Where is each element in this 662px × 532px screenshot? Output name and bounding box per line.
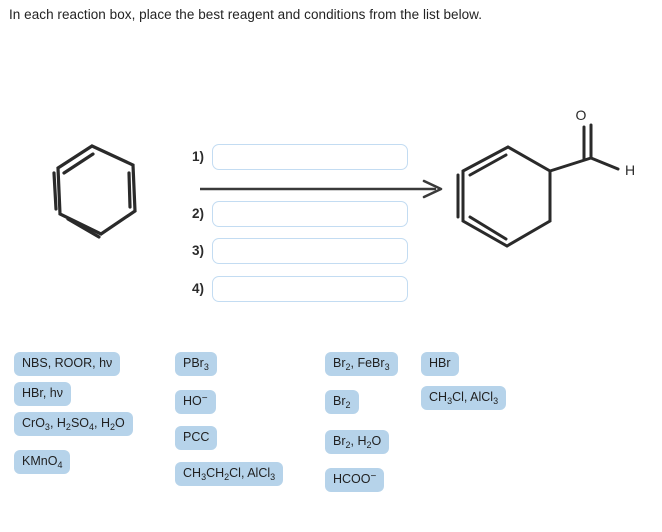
product-hydrogen-label: H	[625, 162, 635, 178]
reagent-slot-input-3[interactable]	[212, 237, 408, 264]
reagent-pill-kmno4[interactable]: KMnO4	[14, 450, 71, 474]
reagent-slot-row-3: 3)	[190, 237, 408, 264]
reagent-slot-row-4: 4)	[190, 275, 408, 302]
reagent-pill-hbr-hv[interactable]: HBr, hν	[14, 382, 71, 406]
reagent-pill-ch3ch2cl-alcl3[interactable]: CH3CH2Cl, AlCl3	[175, 462, 284, 486]
reagent-slot-input-1[interactable]	[212, 143, 408, 170]
reactant-structure-benzene	[52, 144, 137, 239]
reagent-pill-hbr[interactable]: HBr	[421, 352, 459, 376]
reaction-arrow	[200, 179, 443, 199]
reagent-pill-br2-febr3[interactable]: Br2, FeBr3	[325, 352, 398, 376]
product-oxygen-label: O	[576, 107, 587, 123]
reagent-pill-br2[interactable]: Br2	[325, 390, 359, 414]
reaction-scheme: 1) 2) 3) 4)	[0, 95, 662, 315]
reagent-bank: NBS, ROOR, hν HBr, hν CrO3, H2SO4, H2O KMnO…	[0, 340, 662, 532]
product-structure-benzaldehyde: O H	[456, 107, 635, 248]
reagent-pill-ch3cl-alcl3[interactable]: CH3Cl, AlCl3	[421, 386, 507, 410]
slot-number-1: 1)	[192, 149, 205, 164]
slot-number-3: 3)	[192, 243, 205, 258]
reagent-slot-input-4[interactable]	[212, 275, 408, 302]
page-title: In each reaction box, place the best rea…	[9, 7, 483, 22]
slot-number-4: 4)	[192, 281, 205, 296]
reagent-pill-ho-minus[interactable]: HO−	[175, 390, 216, 414]
reagent-slot-row-1: 1)	[190, 143, 408, 170]
reagent-pill-hcoo-minus[interactable]: HCOO−	[325, 468, 385, 492]
reagent-pill-pbr3[interactable]: PBr3	[175, 352, 217, 376]
slot-number-2: 2)	[192, 206, 205, 221]
reagent-pill-nbs-roor-hv[interactable]: NBS, ROOR, hν	[14, 352, 121, 376]
reagent-pill-cro3-h2so4-h2o[interactable]: CrO3, H2SO4, H2O	[14, 412, 133, 436]
reagent-slot-row-2: 2)	[190, 200, 408, 227]
reagent-slot-input-2[interactable]	[212, 200, 408, 227]
reagent-pill-br2-h2o[interactable]: Br2, H2O	[325, 430, 390, 454]
reagent-pill-pcc[interactable]: PCC	[175, 426, 218, 450]
